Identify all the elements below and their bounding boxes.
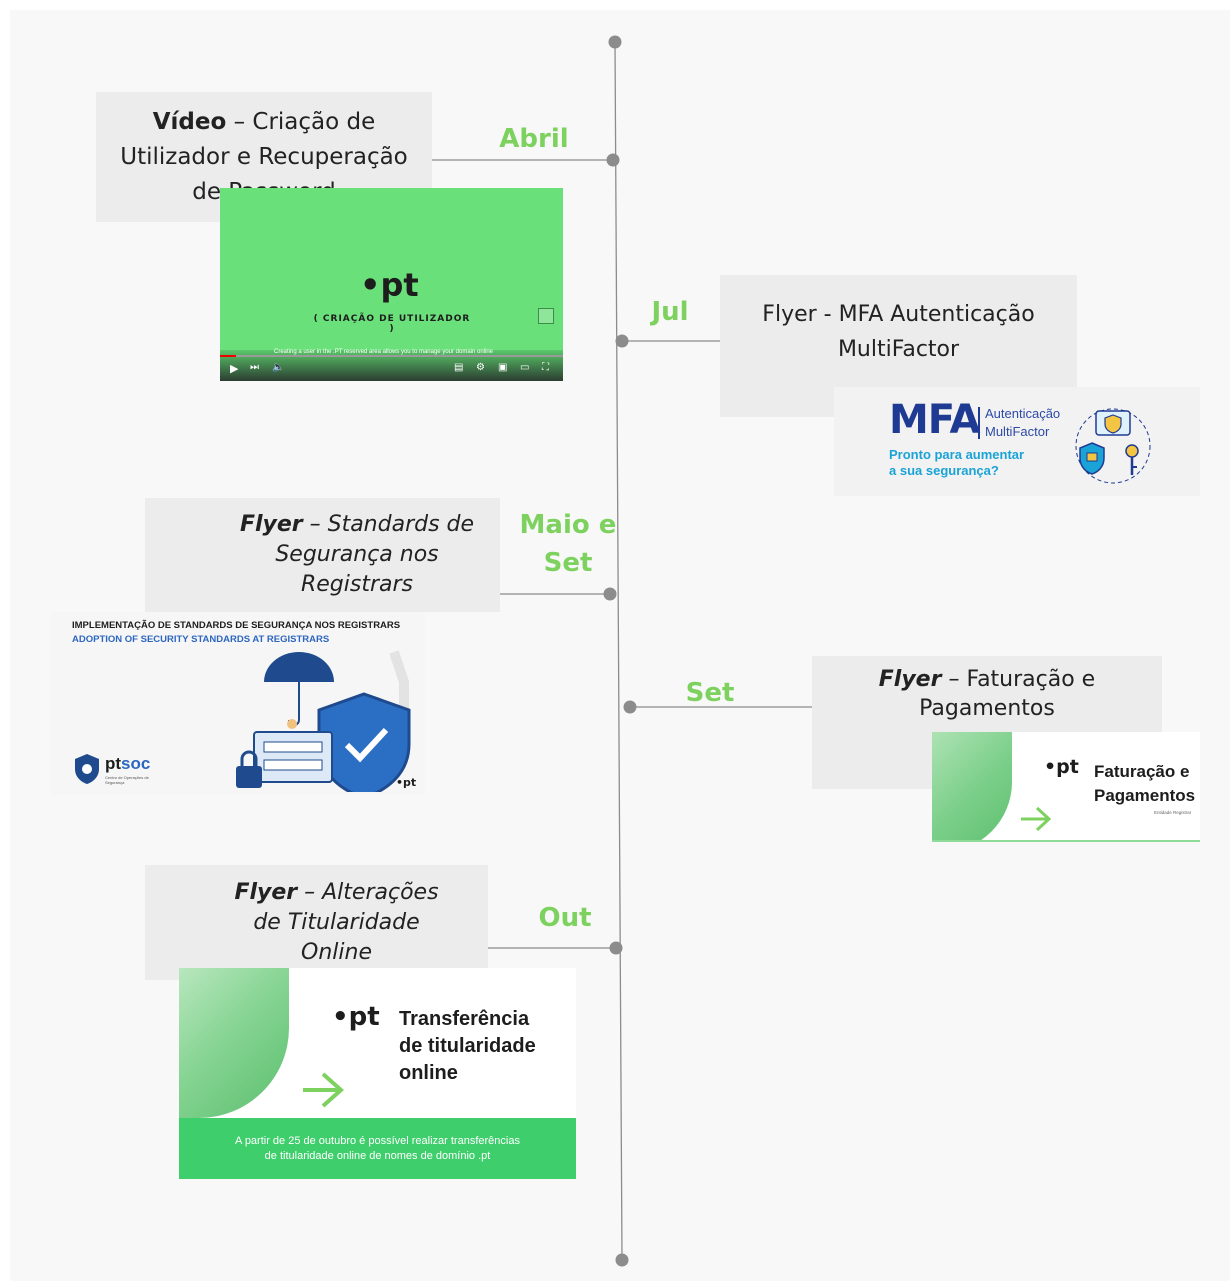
event-title: – Faturação e Pagamentos [919,667,1096,721]
timeline-dot-set [623,700,637,714]
stairs-image [179,968,289,1118]
month-abril: Abril [499,124,569,154]
mfa-subtitle: Autenticação MultiFactor [985,405,1060,441]
standards-heading-pt: IMPLEMENTAÇÃO DE STANDARDS DE SEGURANÇA … [72,620,401,631]
faturacao-subtitle: Entidade Registrar [1154,810,1192,815]
ptsoc-logo-soc: soc [121,754,151,773]
timeline-canvas: Abril Jul Maio e Set Set Out Vídeo – Cri… [10,10,1230,1281]
faturacao-bottom-bar [932,840,1200,842]
timeline-spine [614,41,623,1261]
timeline-lines [432,41,812,1261]
theater-mode-icon[interactable]: ▭ [520,362,530,373]
faturacao-card-extension [812,732,932,789]
event-card-titularidade: Flyer – Alterações de Titularidade Onlin… [145,865,488,980]
fullscreen-icon[interactable]: ⛶ [542,362,549,373]
arrow-right-icon [1021,806,1052,832]
standards-heading-en: ADOPTION OF SECURITY STANDARDS AT REGIST… [72,634,330,645]
volume-icon[interactable]: 🔈 [272,362,285,373]
faturacao-flyer-thumbnail[interactable]: •pt Faturação e Pagamentos Entidade Regi… [932,732,1200,842]
video-banner: ( CRIAÇÃO DE UTILIZADOR ) [313,314,471,334]
event-card-standards: Flyer – Standards de Segurança nos Regis… [145,498,500,612]
mfa-subtitle-line2: MultiFactor [985,424,1050,439]
stairs-image [932,732,1012,842]
play-icon[interactable]: ▶ [230,363,239,375]
titularidade-title-line1: Transferência [399,1008,530,1030]
video-card-icon[interactable] [538,308,554,324]
mfa-tagline-line1: Pronto para aumentar [889,447,1025,462]
event-type-label: Vídeo [152,108,227,135]
pt-logo: •pt [360,266,419,304]
titularidade-footer-line1: A partir de 25 de outubro é possível rea… [235,1135,520,1147]
timeline-end-dot [615,1253,629,1267]
video-controls: Creating a user in the .PT reserved area… [220,349,563,381]
next-icon[interactable]: ⏭ [250,362,259,373]
video-banner-text: CRIAÇÃO DE UTILIZADOR [322,314,471,324]
timeline-dot-out [609,941,623,955]
pt-logo: •pt [332,1002,380,1032]
faturacao-title-line2: Pagamentos [1094,786,1196,805]
mfa-subtitle-line1: Autenticação [985,406,1061,421]
event-title: Flyer - MFA Autenticação MultiFactor [762,302,1035,362]
umbrella-shield-computer-icon [236,650,411,792]
ptsoc-logo-pt: pt [105,754,122,773]
arrow-right-icon [303,1072,345,1108]
ptsoc-subtitle: Centro de Operações de Segurança [105,775,149,785]
event-type-label: Flyer [234,879,298,905]
timeline-dot-abril [606,153,620,167]
event-title: – Standards de Segurança nos Registrars [275,512,475,597]
mfa-logo: MFA [889,397,980,443]
mfa-flyer-thumbnail[interactable]: MFA Autenticação MultiFactor Pronto para… [834,387,1200,496]
event-type-label: Flyer [239,512,303,537]
event-title: – Alterações de Titularidade Online [253,879,439,965]
pt-logo: •pt [396,776,417,789]
pt-logo: •pt [1044,756,1079,778]
event-card-faturacao: Flyer – Faturação e Pagamentos [812,656,1162,732]
video-progress-fill [220,355,236,357]
month-set: Set [685,678,735,708]
subtitles-icon[interactable]: ▤ [454,362,464,373]
titularidade-title: Transferência de titularidade online [399,1006,536,1087]
event-type-label: Flyer [878,667,942,692]
timeline-start-dot [608,35,622,49]
titularidade-footer-line2: de titularidade online de nomes de domín… [264,1150,491,1162]
settings-gear-icon[interactable]: ⚙ [476,362,485,373]
titularidade-flyer-thumbnail[interactable]: •pt Transferência de titularidade online… [179,968,576,1179]
timeline-dot-jul [615,334,629,348]
security-shield-key-icon [1075,408,1151,484]
mfa-tagline-line2: a sua segurança? [889,463,999,478]
titularidade-title-line3: online [399,1062,458,1084]
mfa-divider [978,407,980,439]
titularidade-title-line2: de titularidade [399,1035,536,1057]
faturacao-title-line1: Faturação e [1094,762,1190,781]
month-out: Out [538,903,592,933]
miniplayer-icon[interactable]: ▣ [498,362,508,373]
standards-flyer-thumbnail[interactable]: IMPLEMENTAÇÃO DE STANDARDS DE SEGURANÇA … [50,612,425,795]
month-jul: Jul [651,297,689,327]
faturacao-title: Faturação e Pagamentos [1094,760,1195,808]
video-caption: Creating a user in the .PT reserved area… [274,349,494,355]
titularidade-footer: A partir de 25 de outubro é possível rea… [179,1118,576,1179]
month-maio-set: Maio e Set [519,510,617,578]
video-thumbnail[interactable]: •pt ( CRIAÇÃO DE UTILIZADOR ) Creating a… [220,188,563,381]
ptsoc-logo: ptsoc [105,754,150,774]
timeline-dot-maio-set [603,587,617,601]
video-progress-track[interactable] [220,355,563,357]
event-title: – Criação de Utilizador e Recuperação de… [120,108,408,205]
mfa-tagline: Pronto para aumentar a sua segurança? [889,447,1024,479]
ptsoc-shield-icon [75,754,99,784]
